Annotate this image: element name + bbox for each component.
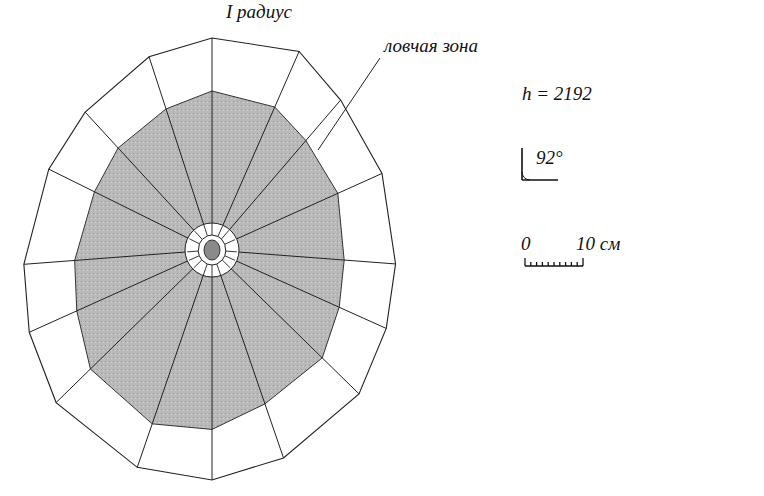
hub-thread bbox=[189, 256, 199, 261]
hub-thread bbox=[222, 260, 230, 268]
hub-thread bbox=[218, 226, 223, 237]
hub-thread bbox=[225, 240, 235, 245]
hub-thread bbox=[203, 264, 207, 275]
height-label: h = 2192 bbox=[522, 84, 592, 105]
radius-thread bbox=[212, 38, 213, 223]
radius-thread bbox=[237, 252, 396, 264]
scale-length: 10 см bbox=[576, 234, 620, 255]
frame-thread bbox=[24, 38, 396, 480]
radius-thread bbox=[212, 277, 213, 480]
orb-web bbox=[24, 38, 396, 480]
radius-thread bbox=[49, 169, 190, 239]
hub-thread bbox=[194, 260, 202, 268]
hub-thread bbox=[226, 251, 237, 253]
hub-thread bbox=[204, 225, 208, 236]
radius-thread bbox=[230, 268, 359, 394]
radius-thread bbox=[235, 173, 382, 239]
hub-thread bbox=[212, 223, 213, 235]
hub-zone bbox=[185, 223, 239, 277]
radius-thread bbox=[223, 51, 299, 225]
hub-thread bbox=[225, 256, 235, 261]
hub-thread bbox=[217, 264, 221, 275]
hub-thread bbox=[187, 251, 198, 253]
hub-thread bbox=[221, 230, 229, 239]
radius-thread bbox=[29, 260, 189, 332]
catching-zone bbox=[75, 91, 345, 429]
radius-label: I радиус bbox=[226, 2, 292, 23]
radius-thread bbox=[221, 275, 284, 458]
hub-thread bbox=[194, 231, 202, 239]
scale-zero: 0 bbox=[521, 234, 531, 255]
radius-thread bbox=[229, 100, 341, 230]
scale-bar bbox=[525, 258, 583, 266]
zone-label: ловчая зона bbox=[384, 36, 478, 57]
hub-ring bbox=[198, 235, 226, 265]
hub-thread bbox=[212, 265, 213, 277]
hub-center bbox=[204, 240, 220, 260]
radius-thread bbox=[85, 112, 194, 231]
radius-thread bbox=[137, 275, 203, 467]
angle-value: 92° bbox=[536, 148, 563, 169]
leader-line bbox=[318, 58, 380, 150]
radius-thread bbox=[149, 57, 204, 225]
radius-thread bbox=[24, 252, 187, 264]
hub-thread bbox=[189, 239, 199, 244]
radius-thread bbox=[56, 268, 193, 402]
